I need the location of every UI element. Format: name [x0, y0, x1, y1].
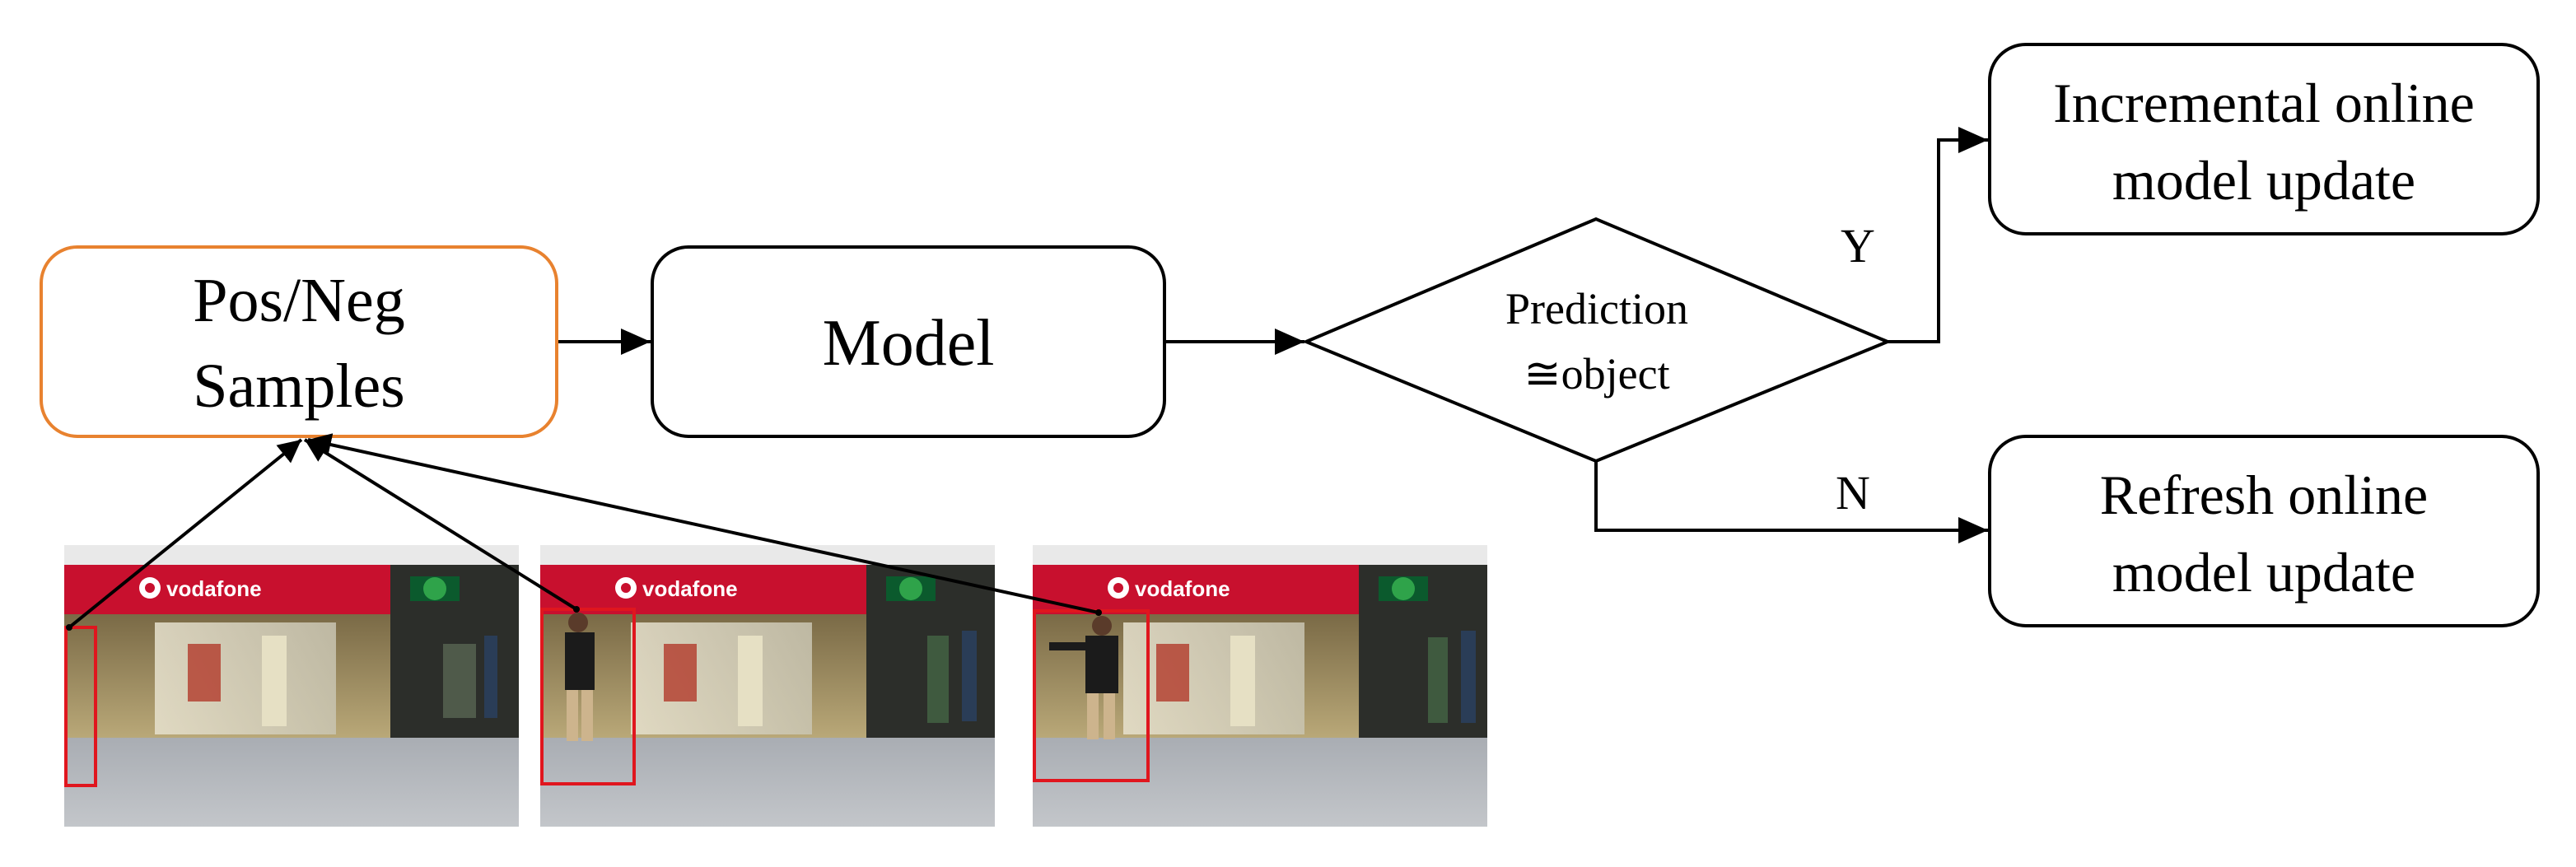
incremental-box	[1988, 43, 2540, 235]
arrow-yes-to-incremental	[1888, 127, 1988, 343]
samples-box	[40, 245, 558, 438]
refresh-label-line2: model update	[2112, 541, 2415, 604]
frame-scene: vodafone	[540, 545, 995, 827]
pedestrian	[565, 613, 595, 741]
incremental-label-line1: Incremental online	[2053, 72, 2475, 134]
decision-label-line2: ≅object	[1524, 349, 1669, 399]
model-box	[651, 245, 1166, 438]
frame-2: vodafone	[540, 545, 995, 827]
edges: Y N	[558, 127, 1988, 543]
yes-label: Y	[1841, 219, 1875, 273]
decision-node: Prediction ≅object	[1301, 217, 1892, 464]
incremental-label-line2: model update	[2112, 149, 2415, 212]
frame-scene: vodafone	[64, 545, 519, 827]
storefront-sign: vodafone	[166, 576, 262, 601]
model-node: Model	[651, 245, 1166, 438]
bounding-box	[540, 608, 636, 785]
arrow-frame3-to-samples	[307, 433, 1099, 614]
arrow-origin-dot	[1095, 609, 1102, 616]
samples-label-line1: Pos/Neg	[193, 266, 405, 335]
refresh-box	[1988, 435, 2540, 627]
refresh-node: Refresh online model update	[1988, 435, 2540, 627]
arrow-frame1-to-samples	[68, 438, 303, 629]
incremental-node: Incremental online model update	[1988, 43, 2540, 235]
samples-label-line2: Samples	[193, 352, 405, 421]
storefront-sign: vodafone	[642, 576, 738, 601]
arrow-no-to-refresh	[1594, 461, 1988, 543]
arrow-origin-dot	[66, 624, 72, 631]
arrow-origin-dot	[573, 606, 580, 613]
pedestrian	[1049, 616, 1118, 739]
refresh-label-line1: Refresh online	[2100, 464, 2428, 526]
arrow-frame2-to-samples	[303, 438, 578, 611]
frame-1: vodafone	[64, 545, 519, 827]
bounding-box	[64, 626, 97, 787]
samples-node: Pos/Neg Samples	[40, 245, 558, 438]
no-label: N	[1836, 466, 1870, 520]
storefront-sign: vodafone	[1135, 576, 1230, 601]
frame-to-samples-arrows	[66, 433, 1102, 631]
frame-3: vodafone	[1033, 545, 1487, 827]
decision-label-line1: Prediction	[1505, 284, 1688, 333]
frame-scene: vodafone	[1033, 545, 1487, 827]
model-label: Model	[823, 307, 995, 380]
decision-diamond	[1301, 217, 1892, 464]
